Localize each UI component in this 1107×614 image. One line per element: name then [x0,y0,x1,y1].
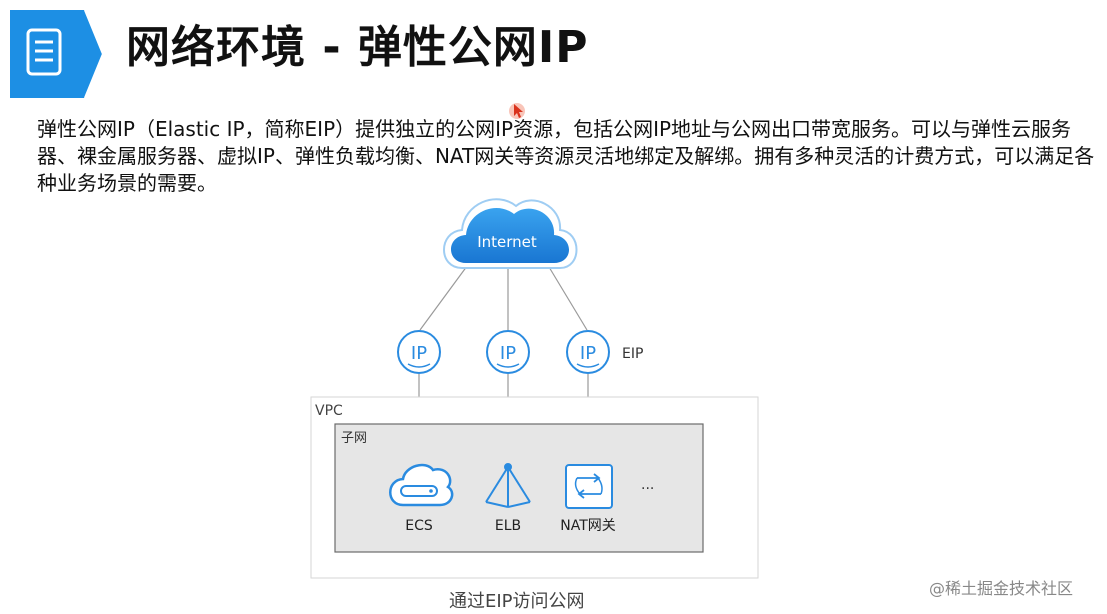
ip-label: IP [411,343,427,364]
ip-icon [566,330,610,374]
elb-icon [485,463,531,508]
diagram-caption: 通过EIP访问公网 [449,591,585,612]
ip-label: IP [580,343,596,364]
description-text: 弹性公网IP（Elastic IP，简称EIP）提供独立的公网IP资源，包括公网… [37,117,1095,195]
ecs-label: ECS [405,518,433,534]
cloud-label: Internet [477,233,537,251]
eip-label: EIP [622,346,643,362]
more-ellipsis: ... [641,477,654,493]
nat-label: NAT网关 [560,518,616,534]
internet-cloud-icon [443,198,578,269]
ip-label: IP [500,343,516,364]
nat-gateway-icon [565,464,613,509]
mouse-cursor-icon [509,103,525,119]
page-title: 网络环境 - 弹性公网IP [126,22,589,73]
subnet-label: 子网 [341,431,367,446]
ip-icon [486,330,530,374]
elb-label: ELB [495,518,521,534]
watermark: @稀土掘金技术社区 [929,579,1074,598]
ecs-icon [389,463,454,507]
ip-icon [397,330,441,374]
vpc-label: VPC [315,403,343,419]
